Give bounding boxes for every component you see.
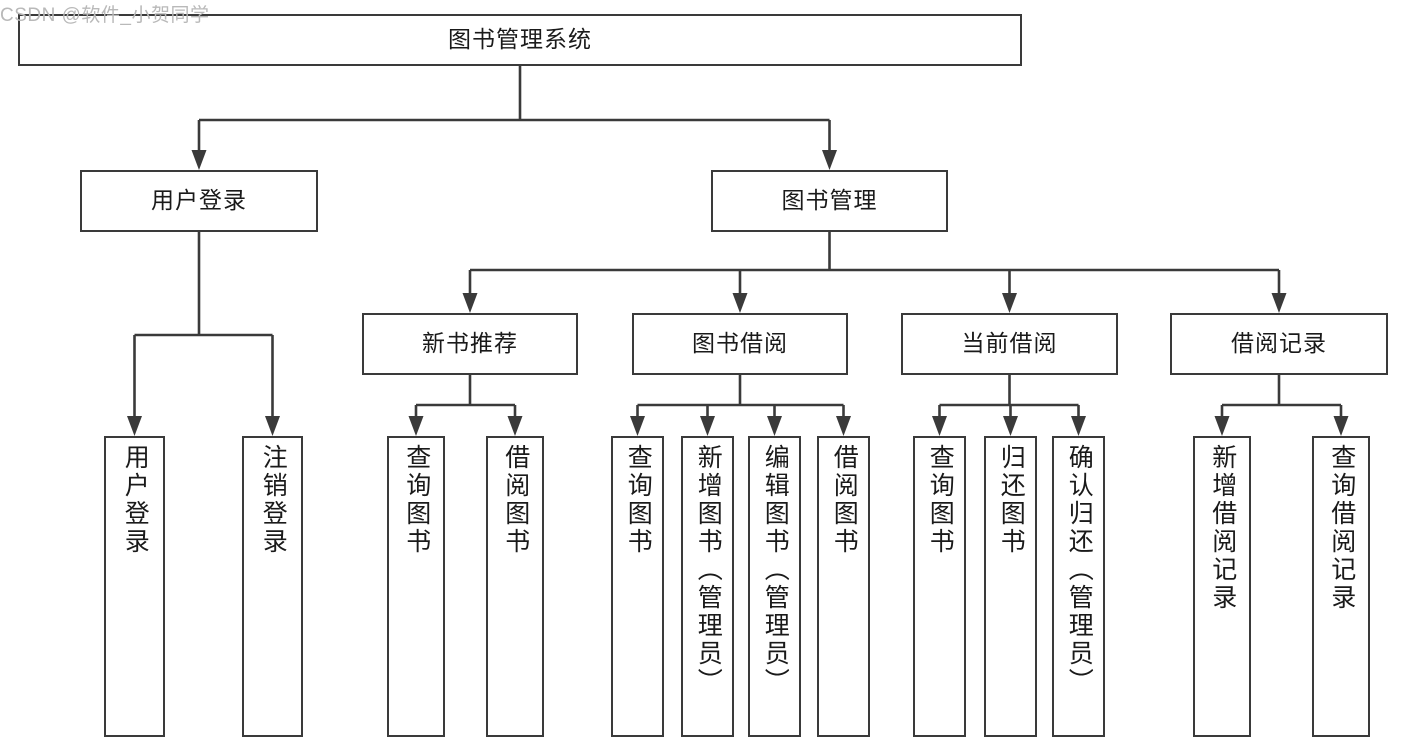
node-label: 用户登录 (151, 187, 247, 214)
node-label: 借阅图书 (830, 444, 859, 556)
node-l_logout: 注销登录 (242, 436, 303, 737)
node-label: 归还图书 (997, 444, 1026, 556)
node-label: 编辑图书（管理员） (761, 444, 790, 696)
arrow-head-c_confirm (1071, 416, 1086, 436)
arrow-head-records (1271, 293, 1287, 313)
node-b_lend: 借阅图书 (817, 436, 870, 737)
node-label: 新增借阅记录 (1208, 444, 1237, 612)
node-label: 确认归还（管理员） (1065, 444, 1094, 696)
node-label: 用户登录 (121, 444, 150, 556)
arrow-head-b_query (630, 416, 645, 436)
node-b_query: 查询图书 (611, 436, 664, 737)
arrow-head-r_query (1333, 416, 1349, 436)
node-r_query: 查询借阅记录 (1312, 436, 1370, 737)
node-label: 新书推荐 (422, 330, 518, 357)
arrow-head-borrow (732, 293, 748, 313)
node-borrow: 图书借阅 (632, 313, 848, 375)
node-label: 借阅记录 (1231, 330, 1327, 357)
node-label: 图书管理 (781, 187, 878, 214)
arrow-head-l_logout (265, 416, 280, 436)
node-r_add: 新增借阅记录 (1193, 436, 1251, 737)
node-l_login: 用户登录 (104, 436, 165, 737)
arrow-head-n_borrow (507, 416, 523, 436)
node-root: 图书管理系统 (18, 14, 1022, 66)
node-c_confirm: 确认归还（管理员） (1052, 436, 1105, 737)
node-c_query: 查询图书 (913, 436, 966, 737)
arrow-head-l_login (127, 416, 142, 436)
node-b_edit: 编辑图书（管理员） (748, 436, 801, 737)
node-label: 当前借阅 (961, 330, 1058, 357)
node-n_borrow: 借阅图书 (486, 436, 544, 737)
arrow-head-n_query (408, 416, 424, 436)
node-label: 查询借阅记录 (1327, 444, 1356, 612)
arrow-head-b_edit (767, 416, 782, 436)
arrow-head-b_add (700, 416, 715, 436)
arrow-head-c_query (932, 416, 947, 436)
node-records: 借阅记录 (1170, 313, 1388, 375)
node-label: 注销登录 (259, 444, 288, 556)
node-c_return: 归还图书 (984, 436, 1037, 737)
node-bookmgmt: 图书管理 (711, 170, 948, 232)
node-current: 当前借阅 (901, 313, 1118, 375)
node-n_query: 查询图书 (387, 436, 445, 737)
node-label: 新增图书（管理员） (694, 444, 723, 696)
node-label: 图书管理系统 (448, 26, 592, 53)
node-label: 借阅图书 (501, 444, 530, 556)
node-login: 用户登录 (80, 170, 318, 232)
node-label: 查询图书 (402, 444, 431, 556)
arrow-head-b_lend (836, 416, 851, 436)
arrow-head-current (1002, 293, 1017, 313)
node-newbook: 新书推荐 (362, 313, 578, 375)
arrow-head-login (191, 150, 207, 170)
arrow-head-bookmgmt (822, 150, 837, 170)
node-label: 图书借阅 (692, 330, 788, 357)
node-b_add: 新增图书（管理员） (681, 436, 734, 737)
arrow-head-newbook (462, 293, 478, 313)
arrow-head-c_return (1003, 416, 1018, 436)
node-label: 查询图书 (926, 444, 955, 556)
node-label: 查询图书 (624, 444, 653, 556)
arrow-head-r_add (1214, 416, 1230, 436)
